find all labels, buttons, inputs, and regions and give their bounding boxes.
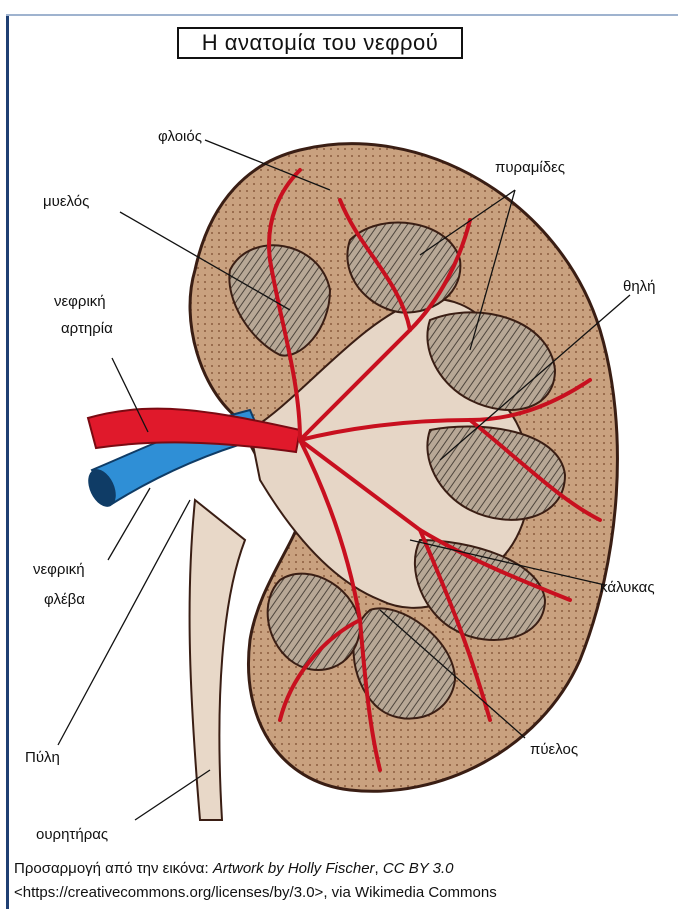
credit-artwork: Artwork by Holly Fischer: [213, 860, 375, 877]
label-renal-artery-line1: νεφρική: [54, 292, 106, 312]
label-ureter: ουρητήρας: [36, 825, 108, 845]
label-renal-vein-line1: νεφρική: [33, 560, 85, 580]
label-medulla: μυελός: [43, 192, 89, 212]
ureter-tube: [190, 500, 245, 820]
credit-line-1: Προσαρμογή από την εικόνα: Artwork by Ho…: [14, 860, 453, 877]
credit-line-2: <https://creativecommons.org/licenses/by…: [14, 884, 497, 901]
credit-prefix: Προσαρμογή από την εικόνα:: [14, 860, 213, 877]
credit-separator: ,: [375, 860, 383, 877]
label-calyx: κάλυκας: [600, 578, 655, 598]
credit-license: CC BY 3.0: [383, 860, 454, 877]
label-renal-vein-line2: φλέβα: [44, 590, 85, 610]
label-pyramids: πυραμίδες: [495, 158, 565, 178]
label-cortex: φλοιός: [158, 127, 202, 147]
label-renal-artery-line2: αρτηρία: [61, 319, 113, 339]
label-papilla: θηλή: [623, 277, 656, 297]
label-pelvis: πύελος: [530, 740, 578, 760]
label-hilum: Πύλη: [25, 748, 60, 768]
